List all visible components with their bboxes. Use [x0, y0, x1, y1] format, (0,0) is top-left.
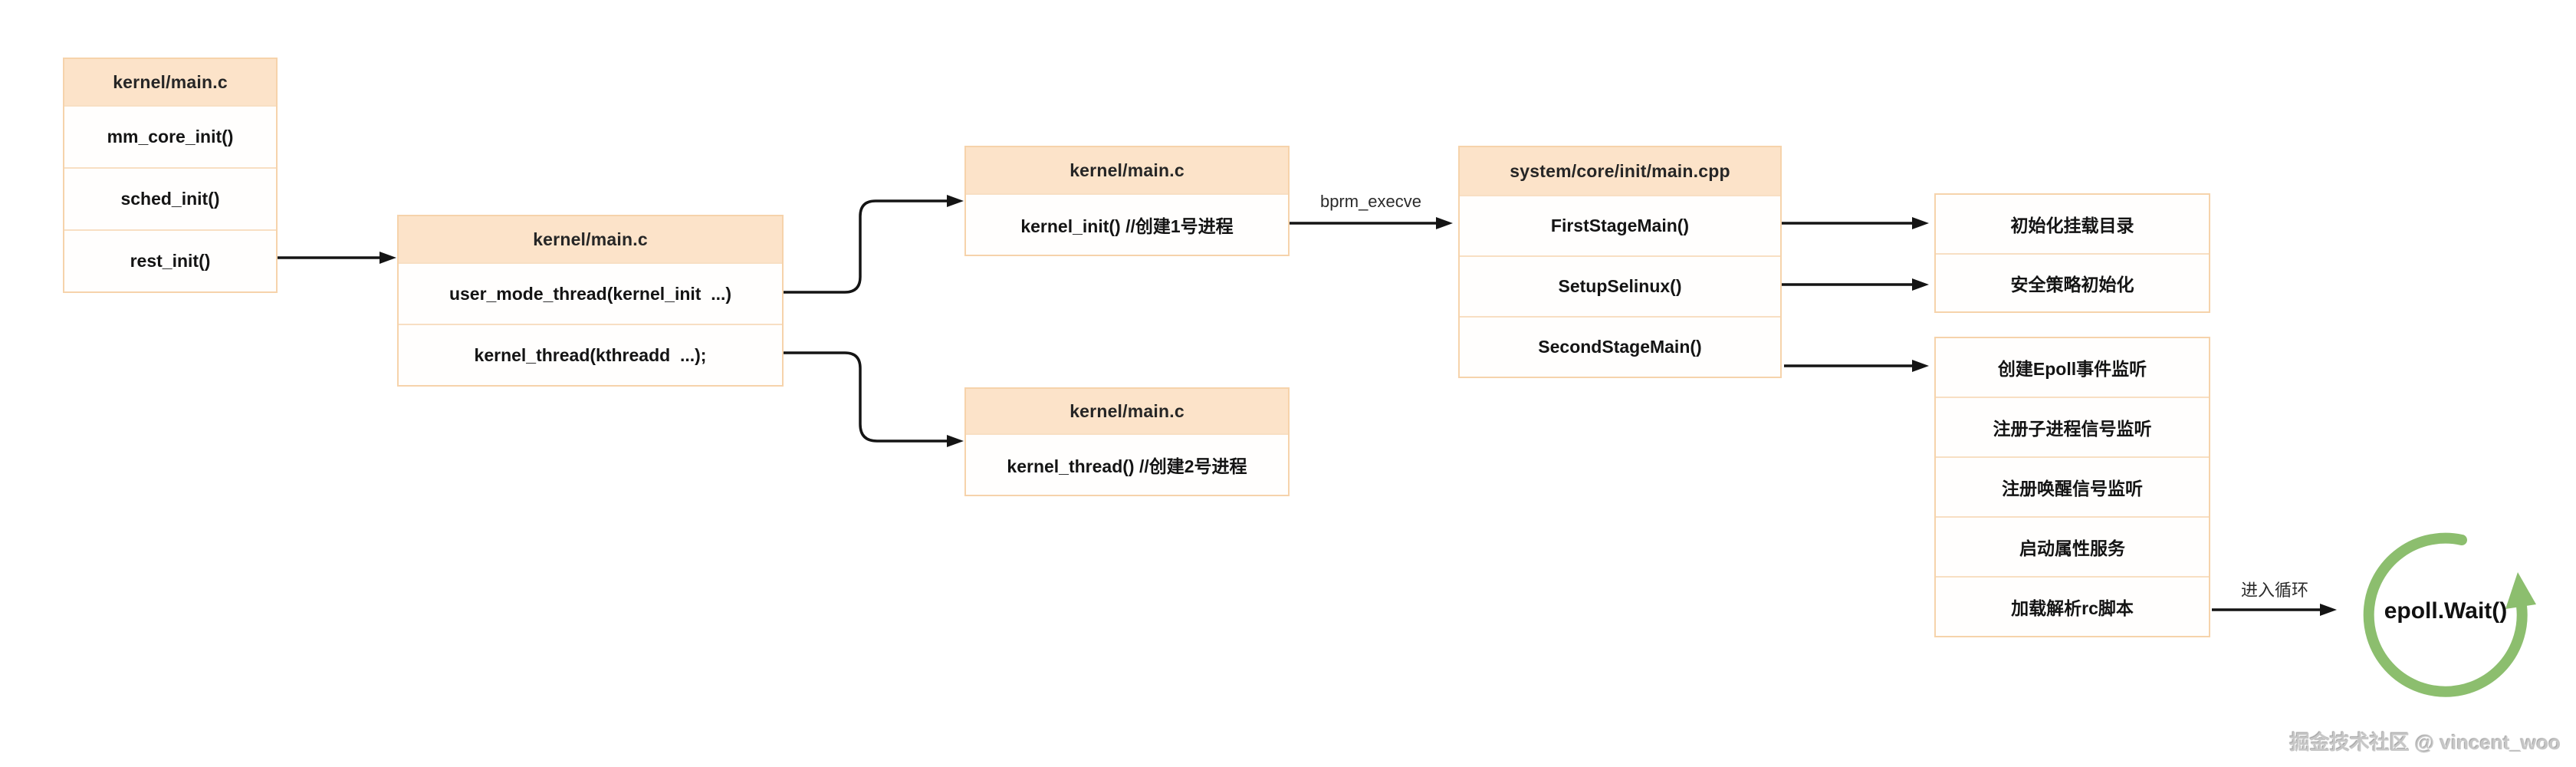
edge-usermode-to-kernelinit: [784, 195, 964, 294]
node-init-main-cpp: system/core/init/main.cpp FirstStageMain…: [1458, 146, 1782, 378]
node-header: kernel/main.c: [966, 389, 1288, 433]
node-header: kernel/main.c: [64, 59, 276, 105]
loop-arrow-head-icon: [2505, 572, 2536, 609]
edge-label-enter-loop: 进入循环: [2240, 581, 2308, 600]
watermark: 掘金技术社区 @ vincent_woo: [2289, 731, 2561, 754]
row-user-mode-thread: user_mode_thread(kernel_init ...): [399, 262, 782, 324]
row-start-property-service: 启动属性服务: [1936, 516, 2209, 576]
edge-kernelthread-to-thread2: [784, 351, 964, 447]
row-rest-init: rest_init(): [64, 229, 276, 291]
node-header: kernel/main.c: [966, 147, 1288, 193]
row-kernel-thread-kthreadd: kernel_thread(kthreadd ...);: [399, 324, 782, 385]
row-register-child-signal: 注册子进程信号监听: [1936, 397, 2209, 456]
row-load-parse-rc: 加载解析rc脚本: [1936, 576, 2209, 636]
row-mm-core-init: mm_core_init(): [64, 105, 276, 167]
row-init-mount-dirs: 初始化挂载目录: [1936, 195, 2209, 253]
row-setup-selinux: SetupSelinux(): [1460, 255, 1780, 316]
node-kernel-thread-proc2: kernel/main.c kernel_thread() //创建2号进程: [964, 387, 1290, 496]
node-kernel-init-proc1: kernel/main.c kernel_init() //创建1号进程: [964, 146, 1290, 256]
loop-node-label: epoll.Wait(): [2384, 598, 2508, 624]
loop-circle-arrow-icon: [2363, 532, 2528, 697]
row-first-stage-main: FirstStageMain(): [1460, 195, 1780, 255]
row-kernel-thread-proc2: kernel_thread() //创建2号进程: [966, 433, 1288, 495]
node-header: kernel/main.c: [399, 216, 782, 262]
row-second-stage-main: SecondStageMain(): [1460, 316, 1780, 377]
row-security-policy-init: 安全策略初始化: [1936, 253, 2209, 311]
node-kernel-main-rest: kernel/main.c user_mode_thread(kernel_in…: [397, 215, 784, 387]
row-register-wake-signal: 注册唤醒信号监听: [1936, 456, 2209, 516]
edge-label-bprm-execve: bprm_execve: [1319, 192, 1422, 211]
node-header: system/core/init/main.cpp: [1460, 147, 1780, 195]
node-kernel-main-early: kernel/main.c mm_core_init() sched_init(…: [63, 58, 278, 293]
row-sched-init: sched_init(): [64, 167, 276, 229]
node-second-stage-tasks: 创建Epoll事件监听 注册子进程信号监听 注册唤醒信号监听 启动属性服务 加载…: [1934, 337, 2210, 637]
node-first-stage-tasks: 初始化挂载目录 安全策略初始化: [1934, 193, 2210, 313]
row-kernel-init-proc1: kernel_init() //创建1号进程: [966, 193, 1288, 255]
row-create-epoll-listener: 创建Epoll事件监听: [1936, 338, 2209, 397]
